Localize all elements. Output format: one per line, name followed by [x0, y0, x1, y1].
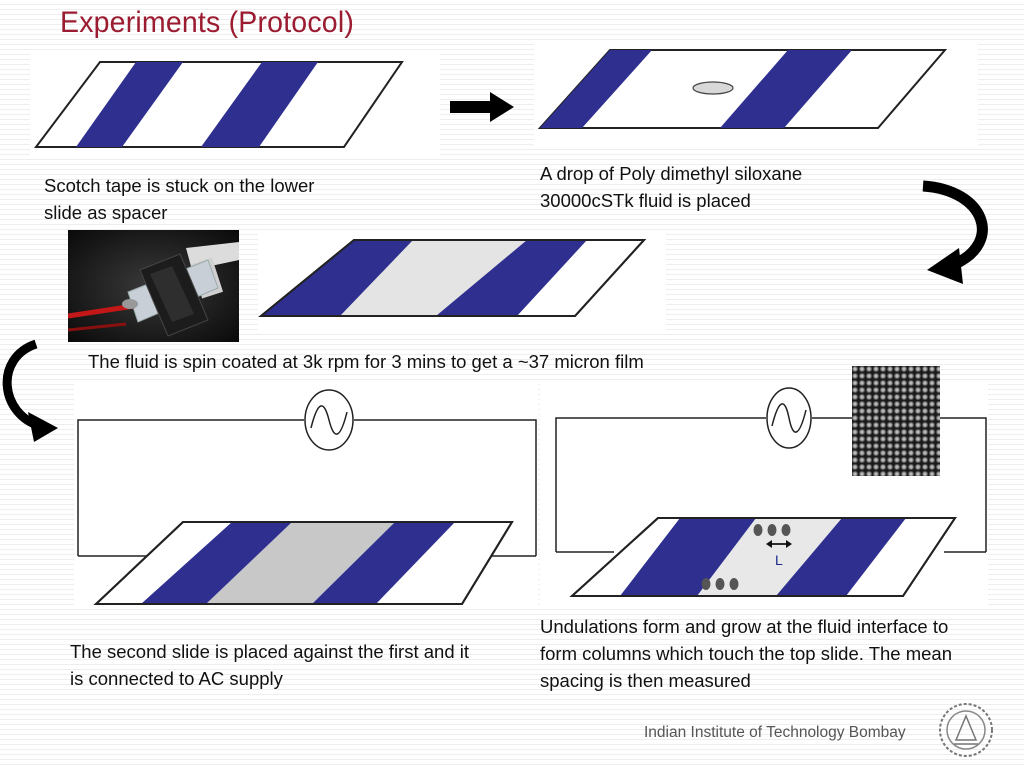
step1-caption: Scotch tape is stuck on the lower slide … — [44, 175, 315, 223]
tape-strip-left — [141, 522, 292, 604]
slide-title: Experiments (Protocol) — [60, 6, 355, 39]
tape-strip-right — [201, 62, 318, 147]
column-array-photo — [852, 366, 940, 476]
fluid-columns — [701, 524, 791, 590]
step4-caption: The second slide is placed against the f… — [70, 641, 470, 689]
step2-caption: A drop of Poly dimethyl siloxane 30000cS… — [540, 163, 803, 211]
institute-name: Indian Institute of Technology Bombay — [644, 724, 906, 741]
fluid-drop — [692, 81, 734, 95]
ac-source-icon — [766, 387, 812, 449]
circuit-wire — [77, 419, 304, 556]
curved-arrow-down-icon — [922, 180, 988, 284]
fluid-layer — [206, 522, 395, 604]
tape-strip-left — [540, 50, 652, 128]
circuit-wire — [555, 417, 766, 552]
step3-caption: The fluid is spin coated at 3k rpm for 3… — [88, 351, 644, 372]
curved-arrow-down-icon — [2, 339, 58, 442]
tape-strip-right — [436, 240, 587, 316]
ac-source-icon — [304, 389, 354, 451]
tape-strip-left — [620, 518, 756, 596]
tape-strip-left — [261, 240, 413, 316]
tape-strip-left — [76, 62, 183, 147]
spin-coater-photo — [68, 230, 239, 342]
tape-strip-right — [720, 50, 852, 128]
circuit-wire — [940, 417, 987, 552]
tape-strip-right — [312, 522, 455, 604]
circuit-wire — [354, 419, 537, 556]
tape-strip-right — [776, 518, 906, 596]
spacing-arrow-icon — [766, 540, 792, 548]
step5-caption: Undulations form and grow at the fluid i… — [540, 616, 953, 691]
right-arrow-icon — [450, 92, 514, 122]
institute-logo-icon — [939, 703, 993, 757]
spacing-label: L — [775, 552, 783, 568]
